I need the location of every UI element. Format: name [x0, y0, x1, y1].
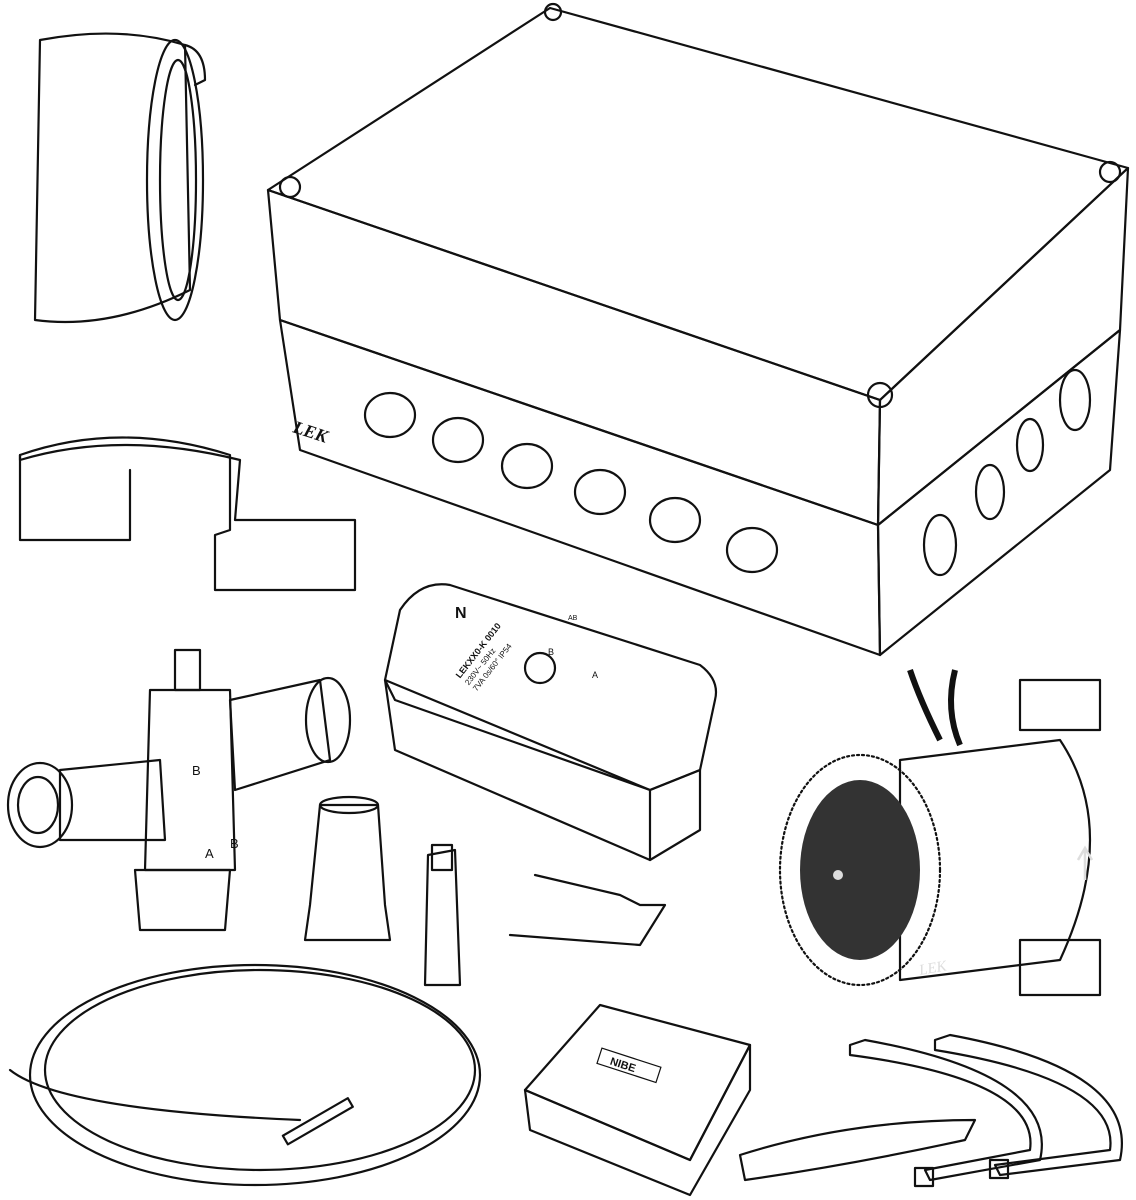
circulation-pump: LEK	[778, 669, 1102, 997]
spindle-extension	[423, 843, 462, 987]
actuator-port-b: B	[548, 647, 554, 657]
valve-actuator: N LEKXX0-K 0010 230V~ 50Hz 7VA 0s/60° IP…	[383, 583, 718, 862]
control-box: LEK	[266, 2, 1130, 657]
valve-adapter	[303, 795, 392, 942]
room-sensor: NIBE	[523, 1003, 752, 1197]
heat-paste-tube	[738, 1118, 977, 1182]
valve-port-a: A	[205, 846, 214, 861]
valve-port-ab: B	[230, 836, 239, 851]
pump-label: LEK	[917, 958, 949, 979]
actuator-letter: N	[455, 605, 467, 622]
retaining-clip	[508, 873, 667, 947]
metal-strap	[18, 436, 357, 592]
temperature-sensor	[8, 963, 482, 1187]
tape-roll	[33, 32, 207, 324]
three-way-valve: B A B	[6, 648, 352, 932]
cable-glands	[363, 368, 1092, 577]
actuator-port-ab: AB	[568, 615, 578, 622]
control-box-label: LEK	[290, 416, 332, 447]
cable-ties	[848, 1033, 1123, 1188]
valve-port-b: B	[192, 763, 201, 778]
actuator-port-a: A	[592, 670, 598, 680]
